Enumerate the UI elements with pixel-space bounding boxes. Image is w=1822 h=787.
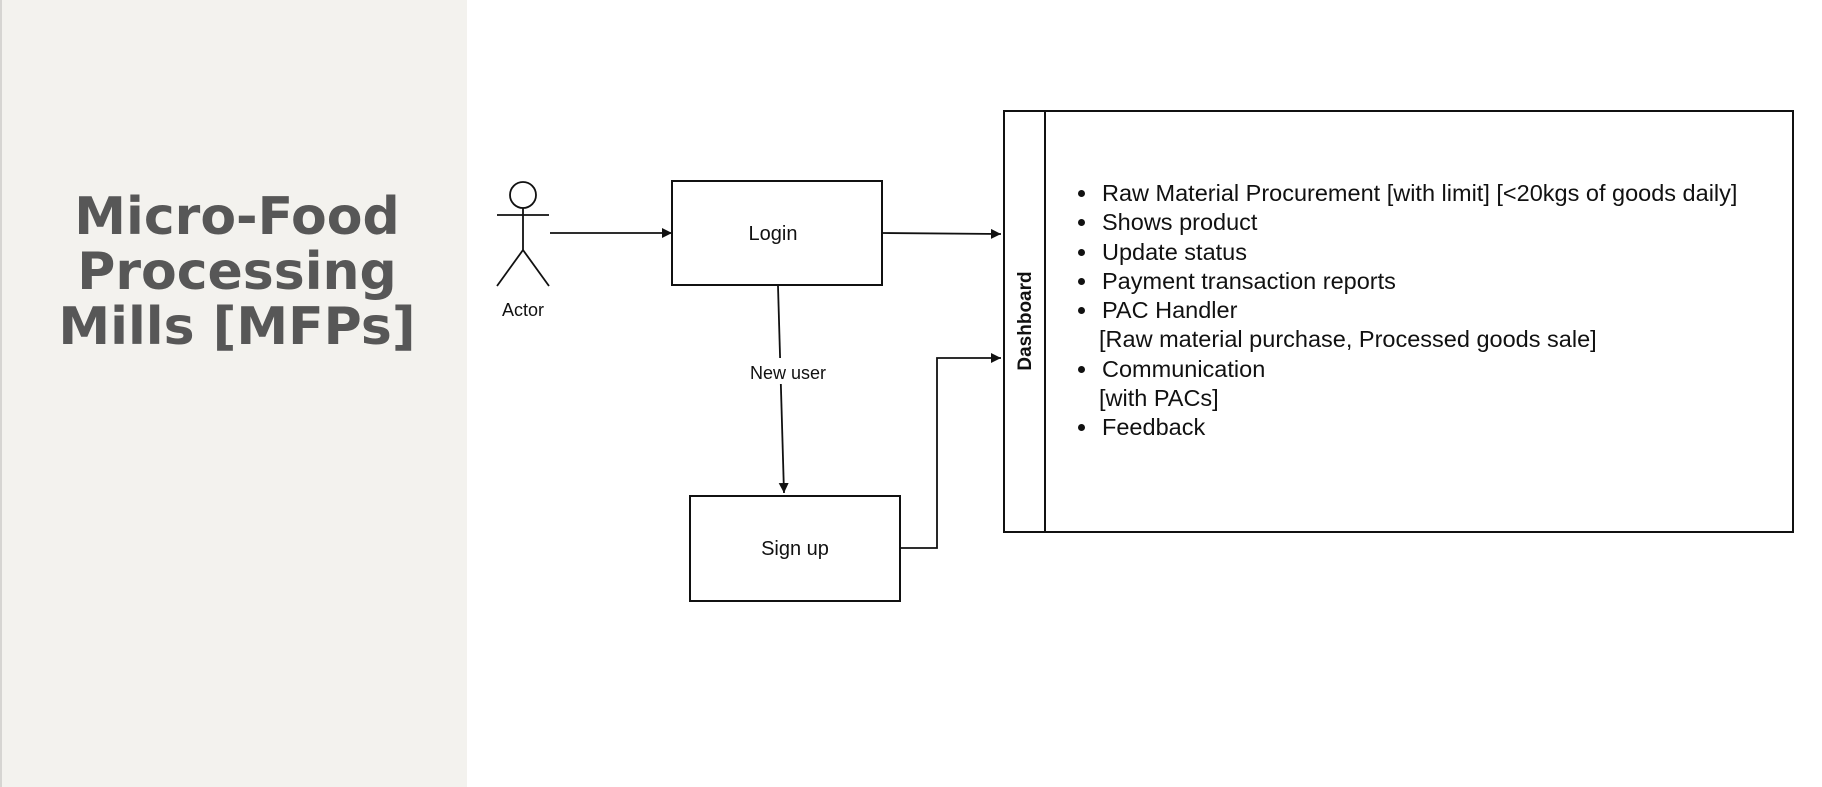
feature-text: Update status	[1102, 238, 1248, 265]
dashboard-container	[1003, 110, 1794, 533]
feature-item: Raw Material Procurement [with limit] [<…	[1099, 179, 1819, 208]
login-box	[671, 180, 883, 286]
feature-item: Update status	[1099, 238, 1819, 267]
new-user-label: New user	[750, 363, 826, 383]
new-user-label-bg	[742, 358, 834, 384]
feature-item: Payment transaction reports	[1099, 267, 1819, 296]
feature-text: Communication	[1102, 355, 1266, 382]
feature-item: Feedback	[1099, 413, 1819, 442]
feature-text: Raw Material Procurement [with limit] [<…	[1102, 180, 1738, 206]
title-panel: Micro-Food Processing Mills [MFPs]	[0, 0, 467, 787]
actor-icon	[496, 181, 550, 287]
login-label: Login	[749, 223, 798, 245]
signup-label: Sign up	[761, 538, 829, 560]
title-line: Processing	[77, 242, 397, 303]
arrow-login-to-dashboard	[881, 228, 1002, 239]
feature-item: Shows product	[1099, 208, 1819, 237]
dashboard-feature-list: Raw Material Procurement [with limit] [<…	[1075, 179, 1819, 443]
feature-item: PAC Handler [Raw material purchase, Proc…	[1099, 296, 1819, 355]
slide-title: Micro-Food Processing Mills [MFPs]	[22, 187, 452, 358]
arrow-new-user	[777, 285, 789, 494]
title-line: Mills [MFPs]	[58, 297, 416, 358]
feature-subtext: [Raw material purchase, Processed goods …	[1099, 326, 1597, 353]
feature-item: Communication [with PACs]	[1099, 355, 1819, 414]
dashboard-title: Dashboard	[1015, 271, 1036, 370]
feature-subtext: [with PACs]	[1099, 385, 1219, 412]
feature-text: PAC Handler	[1102, 297, 1238, 324]
feature-text: Shows product	[1102, 209, 1258, 236]
feature-text: Payment transaction reports	[1102, 267, 1396, 294]
arrow-signup-to-dashboard	[900, 353, 1001, 549]
actor-label: Actor	[502, 300, 544, 320]
feature-text: Feedback	[1102, 414, 1206, 441]
title-line: Micro-Food	[74, 187, 400, 247]
